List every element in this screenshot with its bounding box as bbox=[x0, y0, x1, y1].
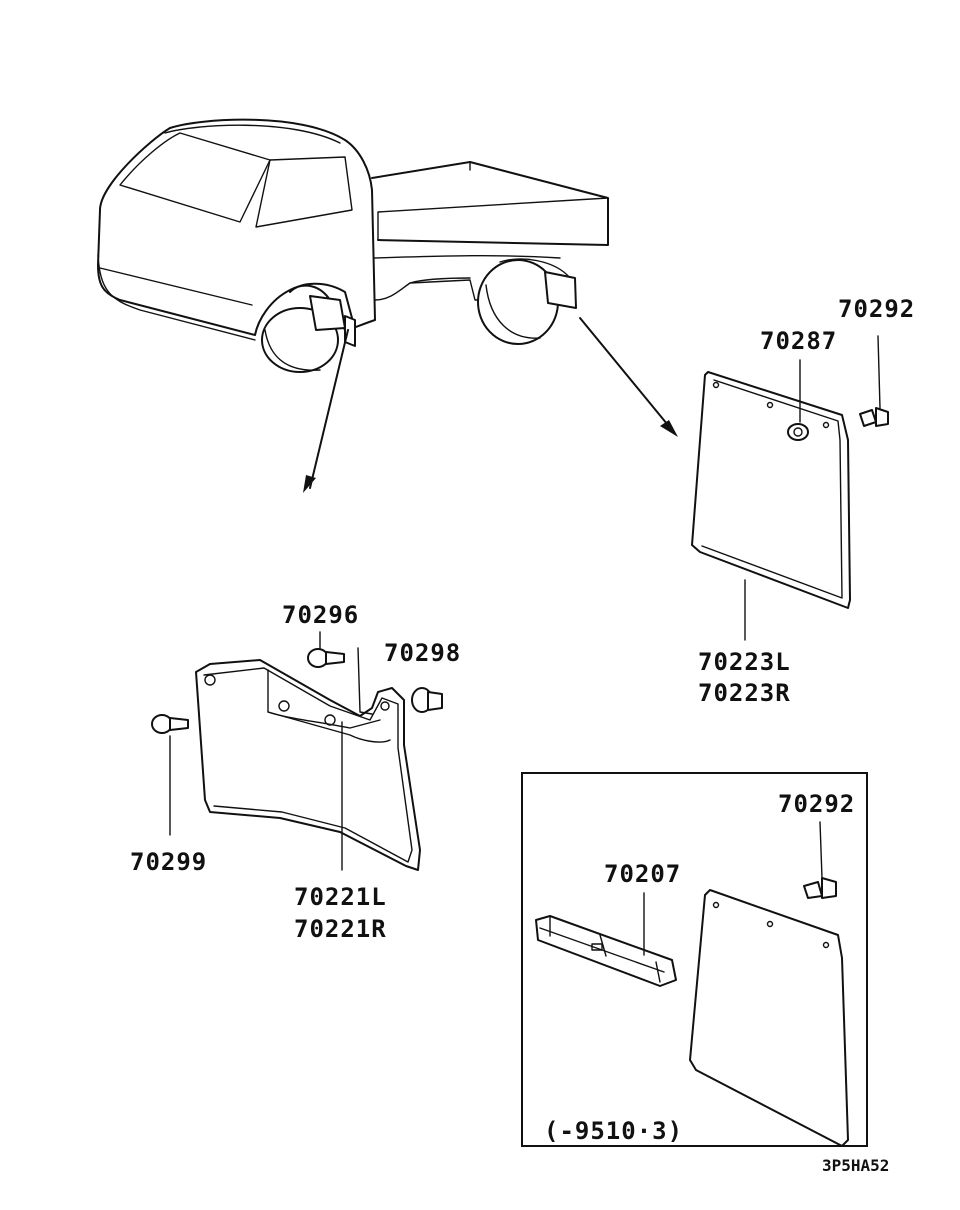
arrow-head-icon bbox=[303, 475, 316, 493]
label-70292-top: 70292 bbox=[838, 295, 915, 323]
label-70296: 70296 bbox=[282, 601, 359, 629]
label-70223L: 70223L bbox=[698, 648, 791, 676]
clip-70298-icon bbox=[411, 687, 443, 713]
inset-mud-flap bbox=[689, 889, 849, 1147]
label-70221L: 70221L bbox=[294, 883, 387, 911]
label-70299: 70299 bbox=[130, 848, 207, 876]
inset-box bbox=[521, 772, 868, 1147]
date-range-label: (-9510·3) bbox=[544, 1117, 683, 1145]
bolt-70292-icon bbox=[859, 335, 889, 427]
rear-mud-flap bbox=[691, 371, 851, 609]
screw-70299-icon bbox=[151, 714, 189, 836]
pointer-arrows bbox=[303, 317, 678, 493]
arrow-head-icon bbox=[660, 420, 678, 437]
label-70292-inset: 70292 bbox=[778, 790, 855, 818]
bracket-70207-icon bbox=[535, 892, 677, 987]
label-70221R: 70221R bbox=[294, 915, 387, 943]
truck-illustration bbox=[97, 118, 609, 373]
diagram-code: 3P5HA52 bbox=[822, 1156, 889, 1175]
grommet-70287-icon bbox=[787, 359, 809, 441]
front-mud-guard bbox=[195, 659, 421, 871]
label-70298: 70298 bbox=[384, 639, 461, 667]
screw-70296-icon bbox=[307, 631, 373, 715]
label-70207: 70207 bbox=[604, 860, 681, 888]
label-70223R: 70223R bbox=[698, 679, 791, 707]
bolt-70292-inset-icon bbox=[803, 821, 837, 899]
label-70287: 70287 bbox=[760, 327, 837, 355]
